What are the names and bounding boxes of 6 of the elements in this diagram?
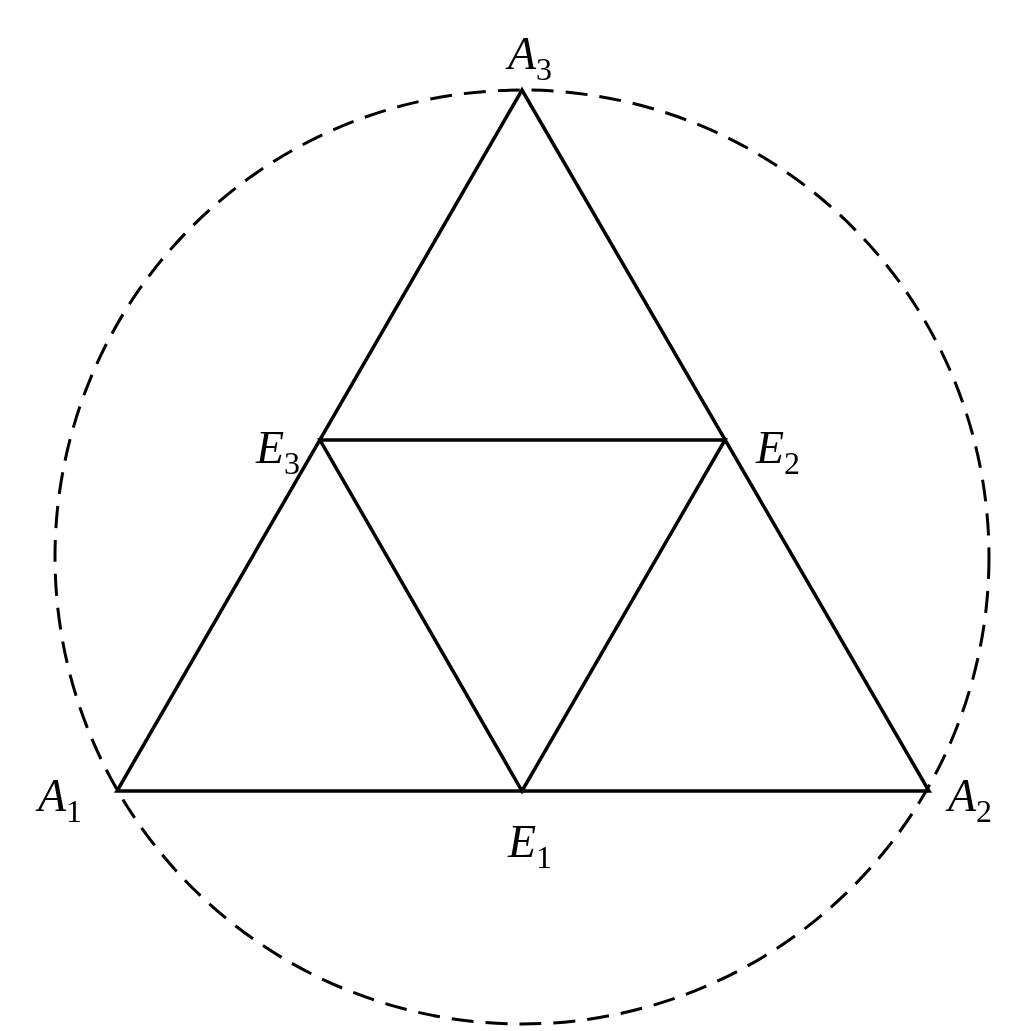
point-label: E$_{3}$ <box>255 425 301 479</box>
point-label: A$_{1}$ <box>37 773 83 827</box>
point-label: E$_{2}$ <box>755 425 801 479</box>
point-label: E$_{1}$ <box>507 819 553 873</box>
point-label: A$_{2}$ <box>947 773 993 827</box>
point-label: A$_{3}$ <box>507 31 553 85</box>
